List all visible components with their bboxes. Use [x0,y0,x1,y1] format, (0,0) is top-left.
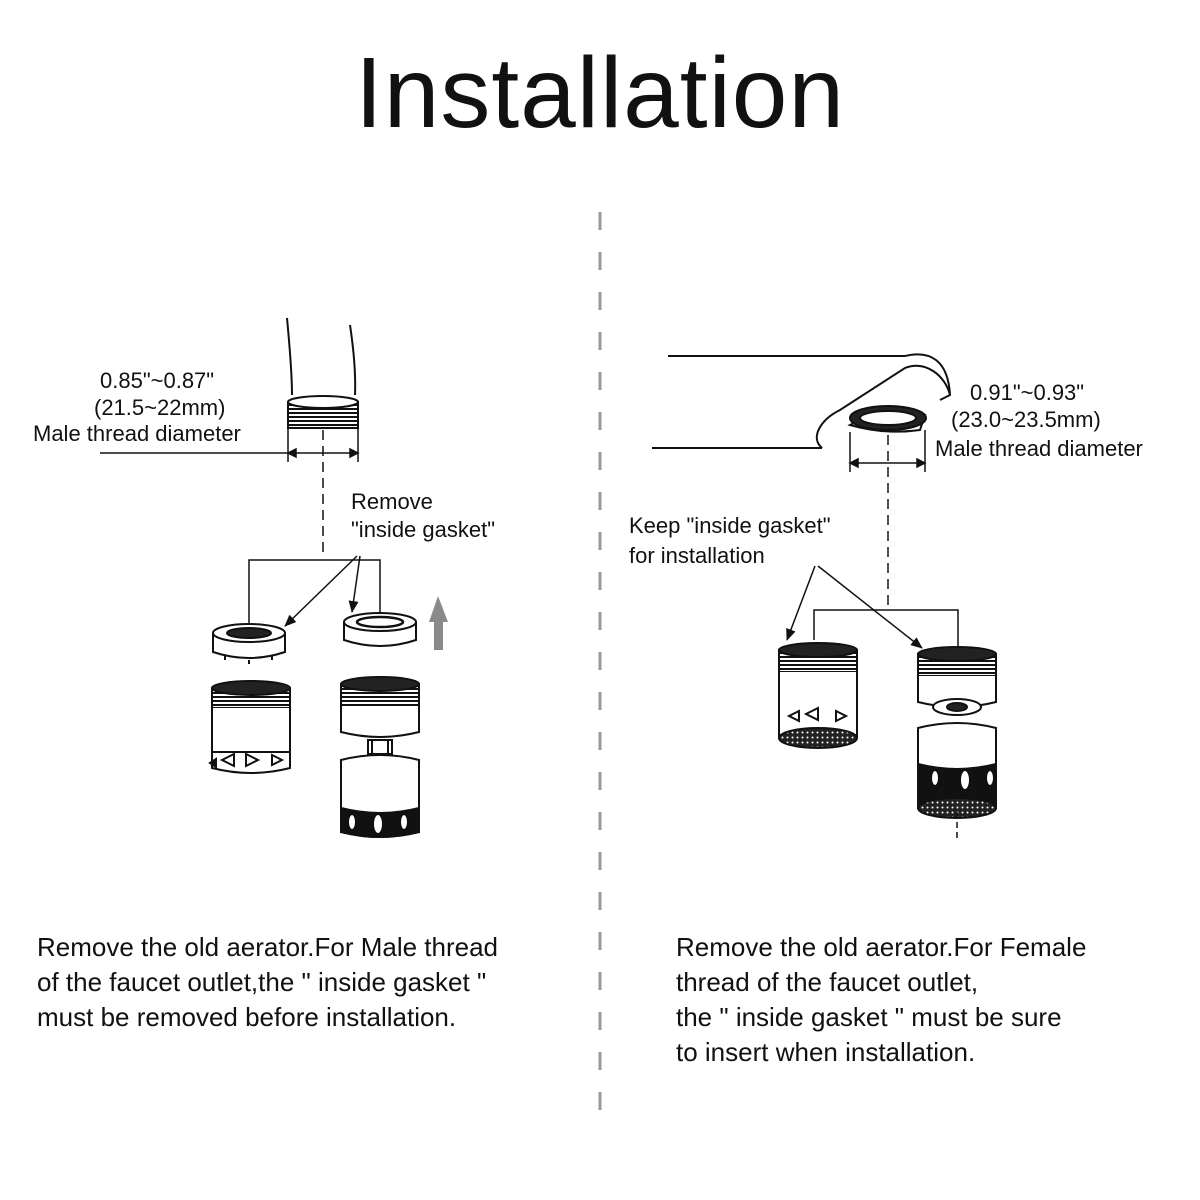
left-callout-label-1: Remove [351,489,433,514]
left-caption-line-3: must be removed before installation. [37,1002,457,1032]
right-aerator-2 [917,646,997,840]
left-callout-label-2: "inside gasket" [351,517,496,542]
left-dimension-lines [100,428,381,630]
left-dimension-label-1: 0.85"~0.87" [100,368,215,393]
left-dimension-label-2: (21.5~22mm) [94,395,226,420]
left-faucet-spout [286,317,359,429]
left-callout-arrows [284,555,361,627]
left-dimension-label-3: Male thread diameter [33,421,241,446]
left-caption-line-2: of the faucet outlet,the " inside gasket… [37,967,487,997]
left-aerator-1 [208,680,291,774]
left-aerator-2 [340,676,420,838]
right-dimension-label-2: (23.0~23.5mm) [951,407,1101,432]
right-callout-arrows [786,565,923,649]
right-caption-line-3: the " inside gasket " must be sure [676,1002,1062,1032]
up-arrow-icon [429,596,448,650]
left-gasket-ring-1 [212,623,286,664]
left-gasket-ring-2 [343,612,417,647]
right-dimension-lines [813,430,959,650]
right-caption-line-4: to insert when installation. [676,1037,976,1067]
page-title: Installation [354,37,846,149]
right-caption-line-2: thread of the faucet outlet, [676,967,979,997]
right-callout-label-2: for installation [629,543,765,568]
right-faucet-spout [652,353,952,449]
right-dimension-label-1: 0.91"~0.93" [970,380,1085,405]
left-caption-line-1: Remove the old aerator.For Male thread [37,932,499,962]
right-dimension-label-3: Male thread diameter [935,436,1143,461]
right-aerator-1 [778,642,858,749]
right-callout-label-1: Keep "inside gasket" [629,513,831,538]
right-caption-line-1: Remove the old aerator.For Female [676,932,1087,962]
